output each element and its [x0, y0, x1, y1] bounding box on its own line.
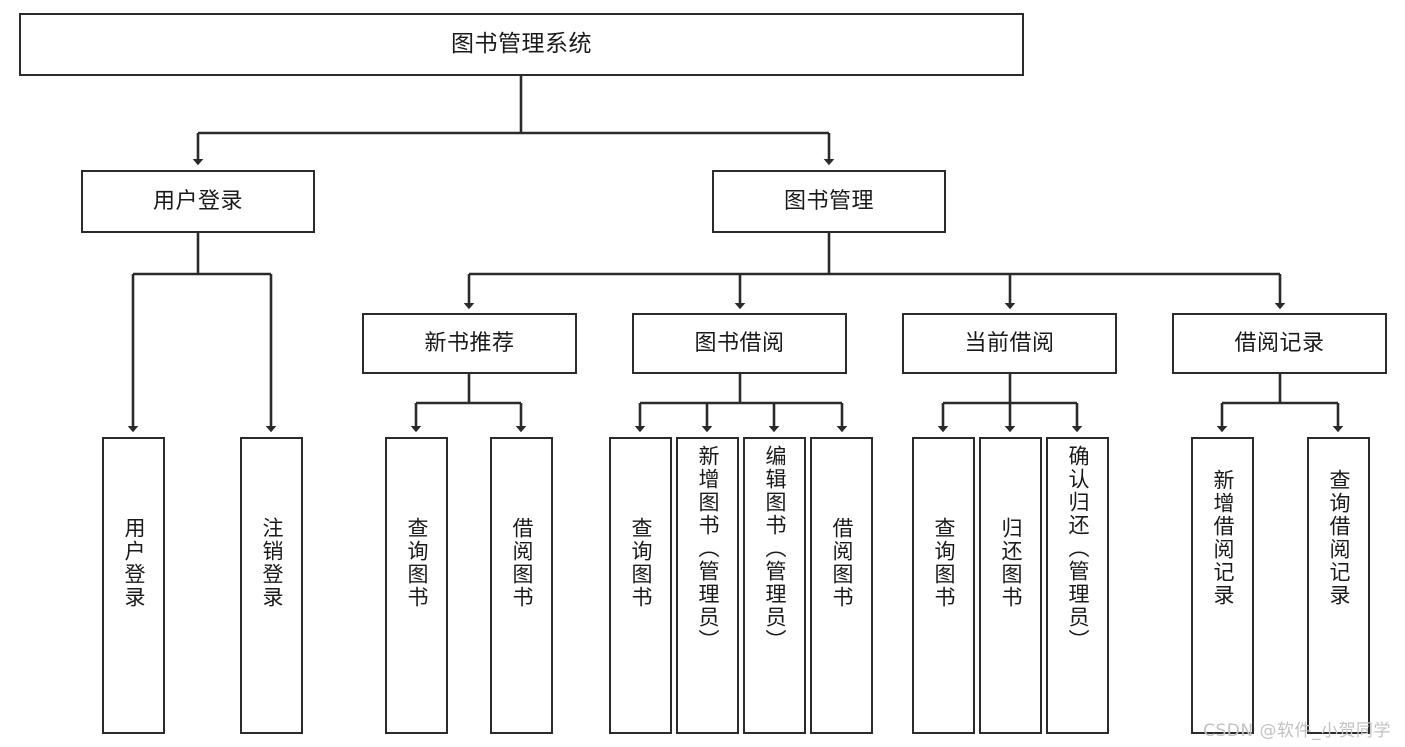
- node-book-borrow-label: 图书借阅: [694, 330, 785, 356]
- node-leaf-return-book-label: 归还图书: [999, 517, 1023, 609]
- node-new-book-recommend-label: 新书推荐: [424, 330, 515, 356]
- node-leaf-edit-book[interactable]: 编辑图书（管理员）: [743, 437, 806, 734]
- node-leaf-query-record[interactable]: 查询借阅记录: [1307, 437, 1370, 734]
- node-leaf-query-book-2-label: 查询图书: [629, 517, 653, 609]
- node-leaf-add-book[interactable]: 新增图书（管理员）: [676, 437, 739, 734]
- node-leaf-edit-book-label: 编辑图书（管理员）: [763, 445, 787, 652]
- node-leaf-borrow-book-2-label: 借阅图书: [830, 517, 854, 609]
- node-leaf-query-record-label: 查询借阅记录: [1327, 469, 1351, 607]
- node-leaf-add-record-label: 新增借阅记录: [1211, 469, 1235, 607]
- node-leaf-logout-login[interactable]: 注销登录: [240, 437, 303, 734]
- node-leaf-add-book-label: 新增图书（管理员）: [696, 445, 720, 652]
- node-leaf-borrow-book-1-label: 借阅图书: [510, 517, 534, 609]
- node-book-manage[interactable]: 图书管理: [712, 170, 946, 233]
- node-new-book-recommend[interactable]: 新书推荐: [362, 313, 577, 374]
- node-leaf-logout-login-label: 注销登录: [260, 517, 284, 609]
- node-leaf-add-record[interactable]: 新增借阅记录: [1191, 437, 1254, 734]
- watermark-text: CSDN @软件_小贺同学: [1203, 721, 1391, 741]
- node-user-login-label: 用户登录: [152, 188, 243, 214]
- node-leaf-query-book-3[interactable]: 查询图书: [912, 437, 975, 734]
- node-borrow-record[interactable]: 借阅记录: [1172, 313, 1387, 374]
- node-book-manage-label: 图书管理: [783, 188, 874, 214]
- node-leaf-borrow-book-1[interactable]: 借阅图书: [490, 437, 553, 734]
- node-root-label: 图书管理系统: [451, 31, 592, 58]
- node-leaf-query-book-2[interactable]: 查询图书: [609, 437, 672, 734]
- node-book-borrow[interactable]: 图书借阅: [632, 313, 847, 374]
- node-leaf-user-login[interactable]: 用户登录: [102, 437, 165, 734]
- node-leaf-return-book[interactable]: 归还图书: [979, 437, 1042, 734]
- node-leaf-query-book-3-label: 查询图书: [932, 517, 956, 609]
- node-current-borrow[interactable]: 当前借阅: [902, 313, 1117, 374]
- node-user-login[interactable]: 用户登录: [81, 170, 315, 233]
- node-borrow-record-label: 借阅记录: [1234, 330, 1325, 356]
- node-leaf-confirm-return[interactable]: 确认归还（管理员）: [1046, 437, 1109, 734]
- node-leaf-user-login-label: 用户登录: [122, 517, 146, 609]
- node-leaf-query-book-1[interactable]: 查询图书: [385, 437, 448, 734]
- node-leaf-confirm-return-label: 确认归还（管理员）: [1066, 445, 1090, 652]
- node-leaf-query-book-1-label: 查询图书: [405, 517, 429, 609]
- node-current-borrow-label: 当前借阅: [964, 330, 1055, 356]
- node-leaf-borrow-book-2[interactable]: 借阅图书: [810, 437, 873, 734]
- node-root-system[interactable]: 图书管理系统: [19, 13, 1024, 76]
